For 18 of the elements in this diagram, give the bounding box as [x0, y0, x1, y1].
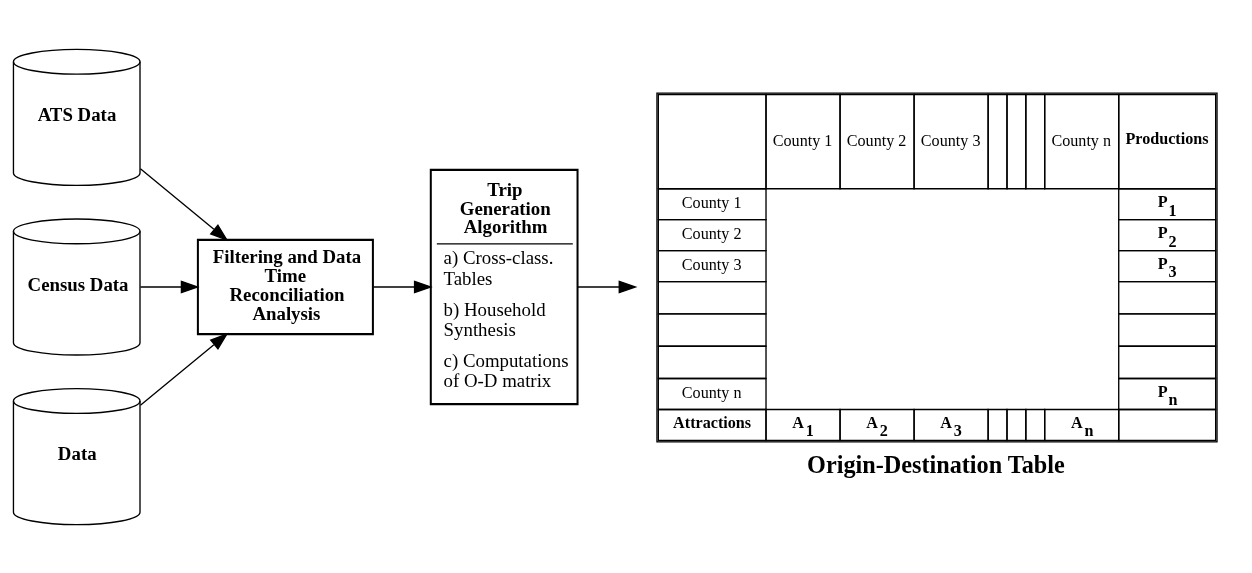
arrow — [139, 279, 200, 294]
arrow — [577, 279, 638, 294]
node-label: Origin-Destination Table — [807, 450, 1065, 478]
arrow — [372, 279, 433, 294]
node-box: Trip Generation Algorithm a) Cross-class. Tables b) Household Synthesis c) Computations of O-D matrix — [429, 168, 579, 405]
arrow — [139, 332, 229, 406]
label: Productions — [1125, 129, 1209, 147]
label: County n — [681, 383, 742, 401]
arrow — [139, 167, 229, 241]
label: Attractions — [673, 413, 752, 431]
node-box: Filtering and Data Time Reconciliation Analysis — [196, 238, 374, 335]
label: County 3 — [681, 255, 742, 273]
label: County n — [1051, 131, 1112, 149]
label: County 3 — [920, 131, 981, 149]
label: County 1 — [681, 193, 742, 211]
label: County 2 — [681, 224, 742, 242]
label: County 1 — [772, 131, 833, 149]
label: County 2 — [846, 131, 907, 149]
